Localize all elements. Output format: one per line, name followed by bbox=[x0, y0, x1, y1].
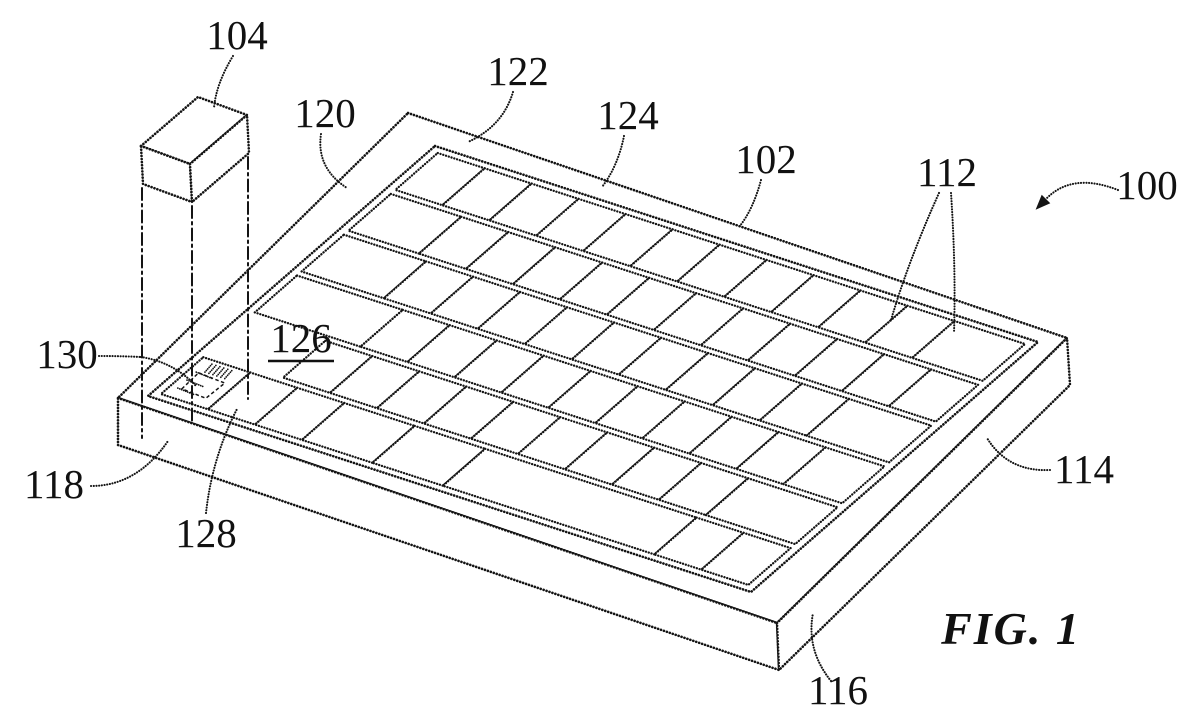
leader-line-112 bbox=[889, 191, 941, 322]
switch-tick-mark bbox=[211, 365, 221, 377]
switch-tick-mark bbox=[195, 371, 214, 380]
leader-line-104 bbox=[212, 54, 235, 110]
ref-label-120: 120 bbox=[294, 90, 356, 136]
ref-label-126: 126 bbox=[270, 315, 332, 361]
figure-caption: FIG. 1 bbox=[940, 603, 1081, 654]
ref-label-124: 124 bbox=[597, 92, 659, 138]
switch-tick-mark bbox=[215, 367, 225, 378]
leader-line-124 bbox=[600, 134, 626, 189]
leader-line-102 bbox=[737, 178, 763, 229]
leader-line-122 bbox=[466, 90, 515, 144]
arrowhead-100 bbox=[1035, 194, 1051, 210]
switch-tick-mark bbox=[186, 379, 205, 388]
ref-label-128: 128 bbox=[175, 510, 237, 556]
keycap bbox=[805, 397, 933, 464]
keyboard-right-wall bbox=[775, 336, 1072, 672]
ref-label-112: 112 bbox=[917, 149, 977, 195]
switch-tick-mark bbox=[218, 368, 229, 380]
ref-label-118: 118 bbox=[24, 461, 84, 507]
keycap bbox=[700, 531, 792, 587]
keycap bbox=[782, 446, 886, 505]
removed-keycap-group bbox=[139, 95, 251, 204]
leader-line-128 bbox=[204, 407, 239, 515]
ref-label-102: 102 bbox=[735, 136, 797, 182]
ref-label-114: 114 bbox=[1054, 446, 1114, 492]
keycap bbox=[704, 477, 839, 546]
switch-tick-mark bbox=[222, 369, 233, 381]
keycap bbox=[911, 319, 1027, 382]
switch-tick-mark bbox=[207, 364, 217, 376]
ref-label-116: 116 bbox=[808, 667, 868, 713]
leader-line-112 bbox=[949, 191, 956, 335]
leader-line-116 bbox=[810, 611, 833, 683]
keycap bbox=[887, 368, 980, 423]
leader-line-130 bbox=[139, 355, 199, 389]
leader-line-114 bbox=[985, 436, 1052, 472]
leader-line-130 bbox=[97, 354, 143, 359]
leader-line-120 bbox=[319, 132, 349, 190]
annotation-group: 104 120 122 124 102 112 100 130 126 118 128 116 114F… bbox=[24, 12, 1178, 713]
ref-label-122: 122 bbox=[487, 48, 549, 94]
removed-keycap-right-face bbox=[188, 113, 251, 204]
key-well-rim bbox=[146, 144, 1040, 594]
projection-lines-group bbox=[141, 156, 249, 439]
leader-line-118 bbox=[89, 439, 170, 488]
key-switch-detail bbox=[180, 371, 227, 400]
keycap-grid-group bbox=[159, 151, 1027, 587]
ref-label-100: 100 bbox=[1116, 162, 1178, 208]
ref-label-130: 130 bbox=[36, 331, 98, 377]
leader-line-100 bbox=[1044, 181, 1120, 201]
switch-tick-mark bbox=[203, 363, 213, 375]
ref-label-104: 104 bbox=[206, 12, 268, 58]
